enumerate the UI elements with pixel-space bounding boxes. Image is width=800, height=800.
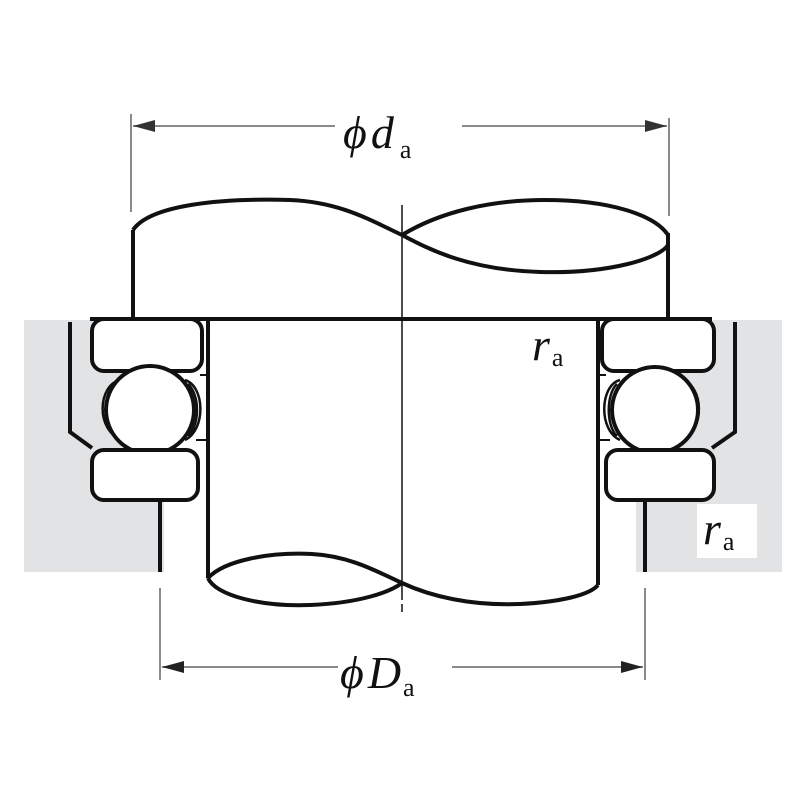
label-ra-shaft: ra (532, 319, 564, 372)
left-ball (104, 364, 196, 456)
right-cage (603, 378, 701, 442)
right-bearing (598, 317, 716, 502)
right-ball (610, 365, 700, 455)
left-housing-washer (90, 448, 200, 502)
dimension-da (130, 114, 670, 216)
left-shaft-washer (90, 317, 204, 373)
label-ra-housing: ra (703, 503, 735, 556)
right-housing-washer (604, 448, 716, 502)
dimension-Da (159, 588, 646, 680)
right-shaft-washer (600, 317, 716, 373)
label-phi-Da: ϕDa (340, 647, 415, 702)
left-bearing (90, 317, 208, 502)
housing-contour (68, 322, 737, 572)
